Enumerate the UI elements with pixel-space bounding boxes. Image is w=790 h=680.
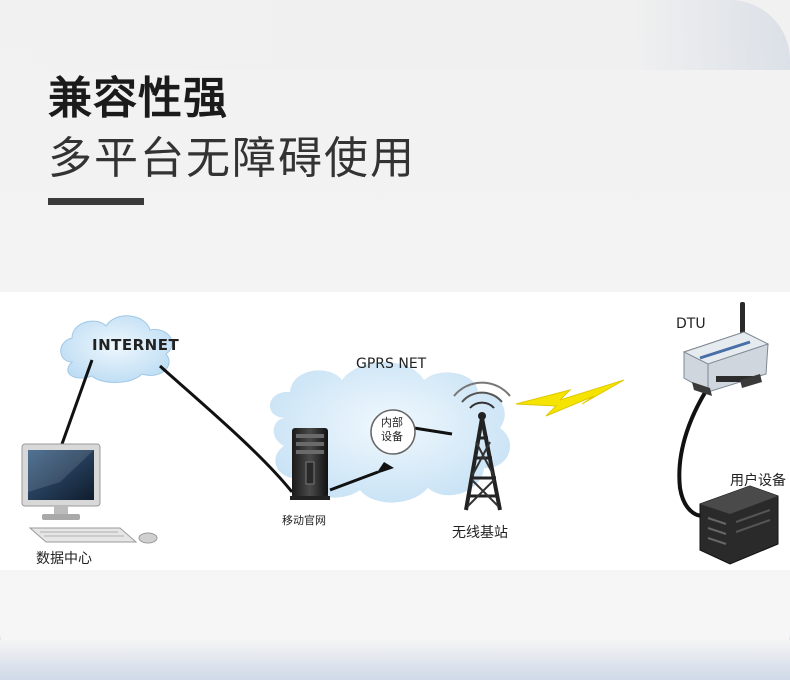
user-device-plc xyxy=(699,485,779,565)
dtu-label: DTU xyxy=(676,316,706,332)
title-divider xyxy=(48,198,144,205)
base-station-label: 无线基站 xyxy=(452,525,508,541)
page-title: 兼容性强 xyxy=(48,73,228,124)
internal-device-label: 内部 设备 xyxy=(381,416,403,443)
network-diagram: INTERNET GPRS NET DTU 内部 设备 移动官网 无线基站 数据… xyxy=(0,292,790,570)
base-station-tower xyxy=(453,381,511,511)
wireless-signal-bolt xyxy=(515,379,625,417)
internet-label: INTERNET xyxy=(92,336,180,354)
mobile-server xyxy=(290,428,330,500)
data-center-computer xyxy=(21,443,158,544)
internal-device-bubble xyxy=(370,409,416,455)
mobile-server-label: 移动官网 xyxy=(282,514,326,527)
diagram-graphics xyxy=(21,302,779,565)
gprs-net-label: GPRS NET xyxy=(356,356,427,372)
user-device-label: 用户设备 xyxy=(730,473,786,489)
dtu-device xyxy=(682,302,770,396)
data-center-label: 数据中心 xyxy=(36,551,92,567)
page-subtitle: 多平台无障碍使用 xyxy=(48,133,416,184)
footer-band xyxy=(0,640,790,680)
